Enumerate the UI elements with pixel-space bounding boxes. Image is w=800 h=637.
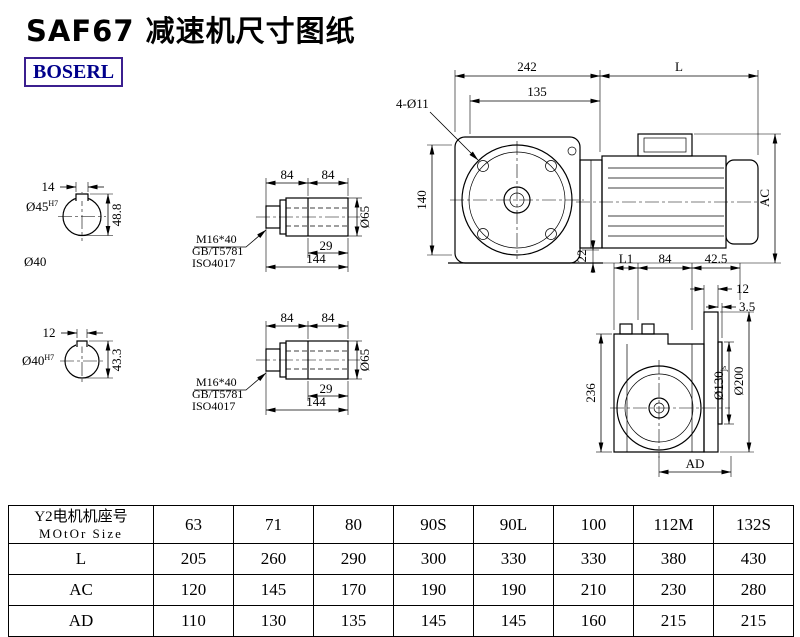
- dim-84-b: 84: [322, 310, 336, 325]
- dim-cell: 145: [233, 574, 314, 606]
- dim-cell: 160: [553, 605, 634, 637]
- label-bolt-holes-4xO11: 4-Ø11: [396, 96, 429, 111]
- dim-29: 29: [320, 238, 333, 253]
- boserl-logo: BOSERL: [24, 57, 124, 87]
- dim-135: 135: [527, 84, 547, 99]
- dim-43-3: 43.3: [109, 349, 124, 372]
- label-bolt-standard: GB/T5781: [192, 387, 243, 401]
- dim-cell: 330: [473, 543, 554, 575]
- dim-cell: 230: [633, 574, 714, 606]
- dim-cell: 190: [393, 574, 474, 606]
- dim-key-width-14: 14: [42, 179, 56, 194]
- dim-cell: 210: [553, 574, 634, 606]
- label-bolt-spec: M16*40: [196, 375, 237, 389]
- dim-cell: 215: [633, 605, 714, 637]
- dim-dia-130js: Ø130js: [711, 366, 728, 400]
- label-bolt-iso: ISO4017: [192, 256, 235, 270]
- dim-242: 242: [517, 59, 537, 74]
- dim-12: 12: [736, 281, 749, 296]
- table-header-cn: Y2电机机座号: [34, 509, 128, 525]
- row-label-AC: AC: [8, 574, 154, 606]
- dim-84-b: 84: [322, 167, 336, 182]
- dim-cell: 135: [313, 605, 394, 637]
- dim-cell: 145: [473, 605, 554, 637]
- front-view-dimensions: 242 L 135 4-Ø11 140 22 AC: [396, 59, 781, 273]
- table-header-en: MOtOr Size: [39, 526, 123, 541]
- dim-29: 29: [320, 381, 333, 396]
- dim-cell: 300: [393, 543, 474, 575]
- dim-236: 236: [583, 383, 598, 403]
- dim-144: 144: [306, 394, 326, 409]
- gearbox-front-view: [448, 133, 766, 264]
- bolt-hole: [545, 160, 557, 172]
- dim-dia-65: Ø65: [357, 349, 372, 371]
- bolt-hole: [477, 228, 489, 240]
- dim-cell: 280: [713, 574, 794, 606]
- dim-cell: 290: [313, 543, 394, 575]
- label-bolt-standard: GB/T5781: [192, 244, 243, 258]
- bolt-hole: [545, 228, 557, 240]
- dim-key-width-12: 12: [43, 325, 56, 340]
- label-dia-40: Ø40: [24, 254, 46, 269]
- dim-AC: AC: [757, 189, 772, 207]
- size-col-header: 90L: [473, 505, 554, 544]
- hollow-shaft-view-bottom: 84 84 Ø65 29 144 M16*40 GB/T5781 ISO4017: [192, 310, 372, 415]
- size-col-header: 90S: [393, 505, 474, 544]
- dim-42-5: 42.5: [705, 251, 728, 266]
- label-dia-45H7: Ø45H7: [26, 199, 58, 214]
- label-bolt-iso: ISO4017: [192, 399, 235, 413]
- terminal-box: [637, 133, 693, 157]
- hollow-shaft-view-top: 84 84 Ø65 29 144 M16*40 GB/T5781 ISO4017: [192, 167, 372, 272]
- size-col-header: 63: [153, 505, 234, 544]
- shaft-section-45: 14 48.8 Ø45H7 Ø40: [24, 179, 124, 269]
- dim-dia-65: Ø65: [357, 206, 372, 228]
- dim-motor-length-L: L: [675, 59, 683, 74]
- motor-size-table: Y2电机机座号 MOtOr Size 63 71 80 90S 90L 100 …: [8, 505, 794, 637]
- dim-cell: 215: [713, 605, 794, 637]
- dim-22: 22: [574, 250, 589, 263]
- shaft-section-40: 12 43.3 Ø40H7: [22, 325, 124, 383]
- page-title: SAF67 减速机尺寸图纸: [26, 14, 356, 48]
- dim-cell: 170: [313, 574, 394, 606]
- size-col-header: 80: [313, 505, 394, 544]
- dim-84-a: 84: [281, 310, 295, 325]
- dim-AD: AD: [686, 456, 705, 471]
- gearbox-side-view: [610, 311, 730, 458]
- label-dia-40H7: Ø40H7: [22, 353, 54, 368]
- dim-144: 144: [306, 251, 326, 266]
- size-col-header: 132S: [713, 505, 794, 544]
- row-label-L: L: [8, 543, 154, 575]
- dim-84-a: 84: [281, 167, 295, 182]
- dim-48-8: 48.8: [109, 204, 124, 227]
- size-col-header: 71: [233, 505, 314, 544]
- dim-dia-200: Ø200: [731, 367, 746, 396]
- dim-84: 84: [659, 251, 673, 266]
- bolt-hole: [477, 160, 489, 172]
- table-header-motor-size: Y2电机机座号 MOtOr Size: [8, 505, 154, 544]
- dim-cell: 380: [633, 543, 714, 575]
- size-col-header: 112M: [633, 505, 714, 544]
- dim-cell: 330: [553, 543, 634, 575]
- dim-cell: 190: [473, 574, 554, 606]
- dim-cell: 130: [233, 605, 314, 637]
- dim-cell: 120: [153, 574, 234, 606]
- dim-cell: 260: [233, 543, 314, 575]
- dim-cell: 145: [393, 605, 474, 637]
- dim-cell: 430: [713, 543, 794, 575]
- label-bolt-spec: M16*40: [196, 232, 237, 246]
- row-label-AD: AD: [8, 605, 154, 637]
- dim-cell: 205: [153, 543, 234, 575]
- dim-L1: L1: [619, 251, 633, 266]
- dim-140: 140: [414, 190, 429, 210]
- size-col-header: 100: [553, 505, 634, 544]
- technical-drawing-canvas: 242 L 135 4-Ø11 140 22 AC: [22, 59, 781, 477]
- dim-3-5: 3.5: [739, 299, 755, 314]
- dim-cell: 110: [153, 605, 234, 637]
- side-view-dimensions: L1 84 42.5 12 3.5 236 Ø130js Ø200: [583, 251, 755, 477]
